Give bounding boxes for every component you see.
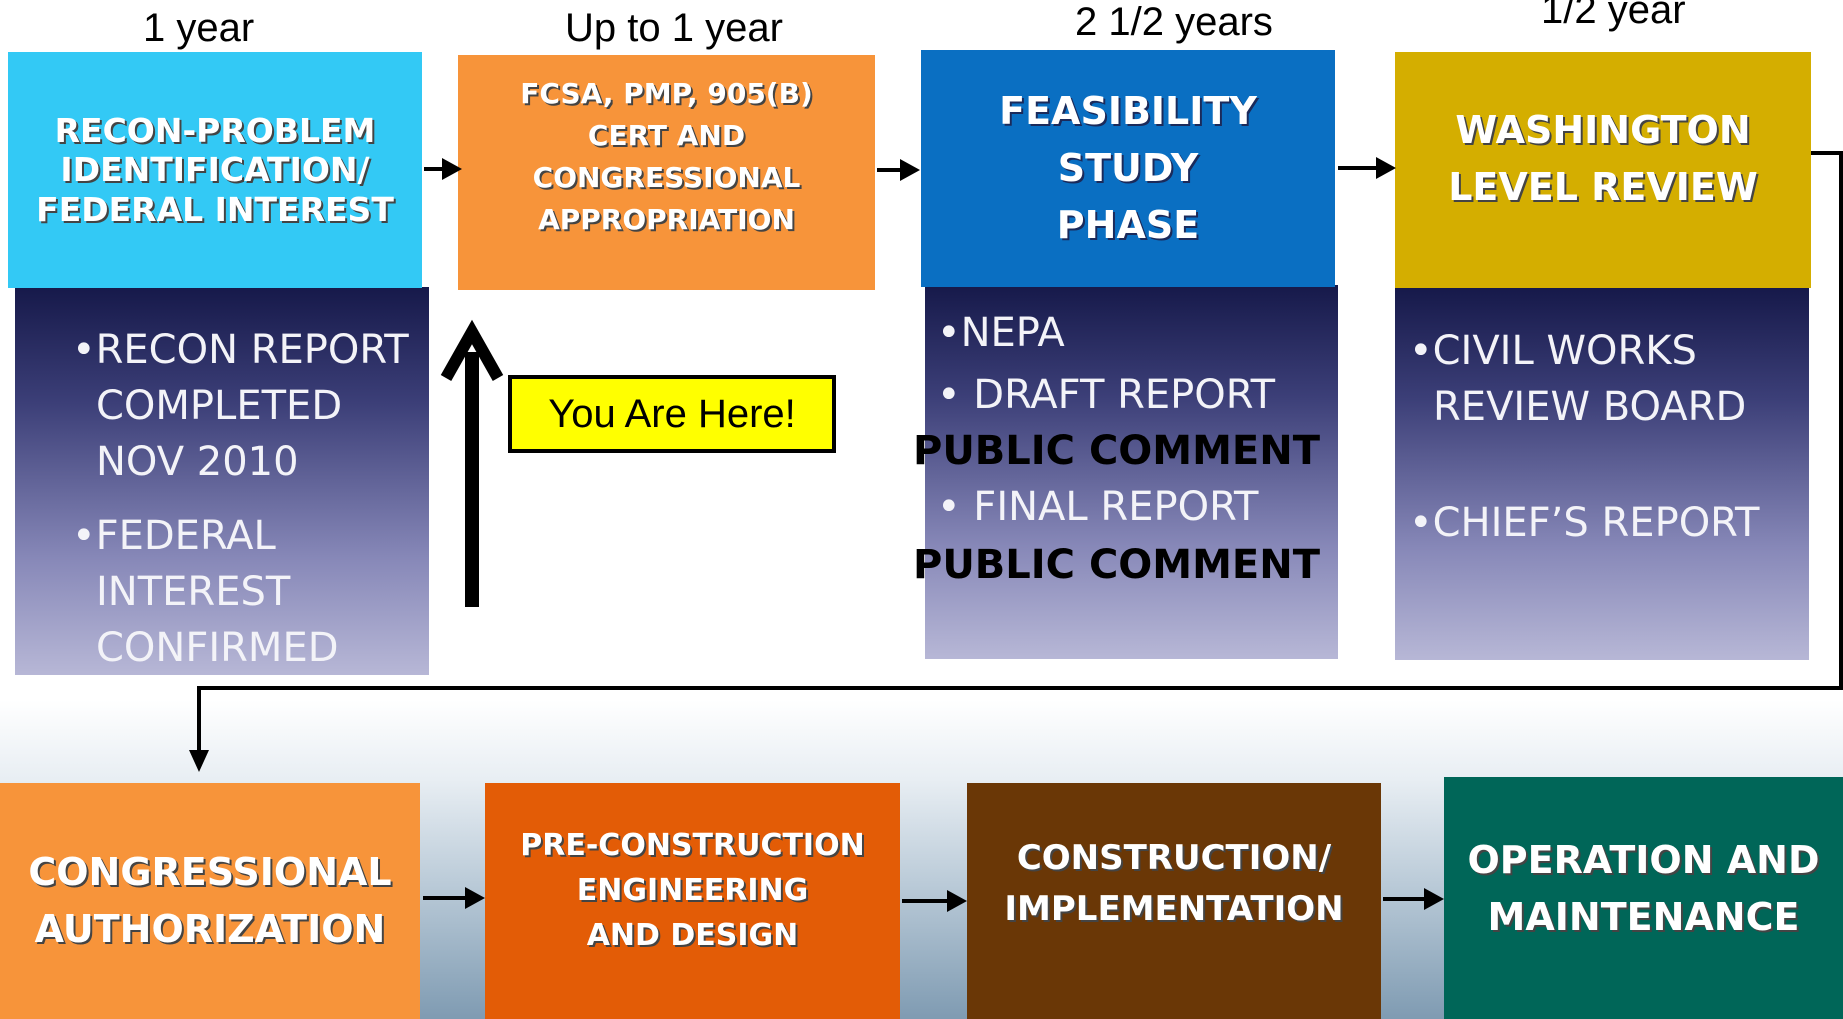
construction-box-line: CONSTRUCTION/ bbox=[1016, 838, 1332, 878]
pre-construction-box-line: PRE-CONSTRUCTION bbox=[520, 828, 865, 863]
recon-box-line: IDENTIFICATION/ bbox=[60, 150, 370, 190]
washington-item: REVIEW BOARD bbox=[1433, 384, 1747, 430]
duration-recon: 1 year bbox=[143, 6, 255, 50]
feasibility-box-line: PHASE bbox=[1056, 203, 1200, 247]
you-are-here-callout: You Are Here! bbox=[508, 375, 836, 453]
feasibility-box-line: FEASIBILITY bbox=[999, 89, 1257, 133]
feasibility-item: • DRAFT REPORT bbox=[937, 372, 1276, 418]
arrow-you-are-here-head bbox=[440, 319, 504, 381]
washington-details-panel: •CIVIL WORKS REVIEW BOARD •CHIEF’S REPOR… bbox=[1395, 288, 1809, 660]
duration-feasibility: 2 1/2 years bbox=[1075, 0, 1273, 44]
recon-item: •RECON REPORT bbox=[72, 327, 409, 373]
pre-construction-box-line: ENGINEERING bbox=[576, 873, 809, 908]
construction-box-line: IMPLEMENTATION bbox=[1004, 889, 1344, 929]
operation-box-line: MAINTENANCE bbox=[1487, 895, 1800, 939]
fcsa-box-line: FCSA, PMP, 905(B) bbox=[520, 77, 813, 110]
operation-box-line: OPERATION AND bbox=[1467, 838, 1820, 882]
pre-construction-box: PRE-CONSTRUCTION ENGINEERING AND DESIGN bbox=[485, 783, 900, 1019]
congressional-authorization-box: CONGRESSIONAL AUTHORIZATION bbox=[0, 783, 420, 1019]
washington-item: •CIVIL WORKS bbox=[1409, 328, 1697, 374]
feasibility-item: •NEPA bbox=[937, 310, 1065, 356]
feasibility-box: FEASIBILITY STUDY PHASE bbox=[921, 50, 1335, 287]
recon-details-panel: •RECON REPORT COMPLETED NOV 2010 •FEDERA… bbox=[15, 287, 429, 675]
arrow-feasibility-to-washington-head bbox=[1376, 157, 1396, 179]
feasibility-box-line: STUDY bbox=[1057, 146, 1199, 190]
feasibility-item: • FINAL REPORT bbox=[937, 484, 1259, 530]
washington-box: WASHINGTON LEVEL REVIEW bbox=[1395, 52, 1811, 288]
feasibility-public-comment: PUBLIC COMMENT bbox=[913, 542, 1320, 588]
arrow-fcsa-to-feasibility-head bbox=[900, 159, 920, 181]
congressional-box-line: AUTHORIZATION bbox=[34, 907, 386, 951]
recon-box-line: RECON-PROBLEM bbox=[54, 110, 376, 150]
duration-fcsa: Up to 1 year bbox=[565, 6, 783, 50]
washington-item: •CHIEF’S REPORT bbox=[1409, 500, 1760, 546]
fcsa-box-line: CERT AND bbox=[587, 119, 746, 152]
fcsa-box: FCSA, PMP, 905(B) CERT AND CONGRESSIONAL… bbox=[458, 55, 875, 290]
recon-box: RECON-PROBLEM IDENTIFICATION/ FEDERAL IN… bbox=[8, 52, 422, 288]
recon-item: COMPLETED bbox=[96, 383, 343, 429]
construction-box: CONSTRUCTION/ IMPLEMENTATION bbox=[967, 783, 1381, 1019]
recon-box-line: FEDERAL INTEREST bbox=[36, 189, 394, 229]
pre-construction-box-line: AND DESIGN bbox=[586, 918, 799, 953]
recon-item: CONFIRMED bbox=[96, 625, 339, 671]
recon-item: INTEREST bbox=[96, 569, 291, 615]
duration-washington: 1/2 year bbox=[1541, 0, 1686, 32]
congressional-box-line: CONGRESSIONAL bbox=[28, 850, 392, 894]
recon-item: NOV 2010 bbox=[96, 439, 299, 485]
fcsa-box-line: APPROPRIATION bbox=[538, 203, 795, 236]
washington-box-line: LEVEL REVIEW bbox=[1448, 165, 1758, 209]
fcsa-box-line: CONGRESSIONAL bbox=[532, 161, 801, 194]
feasibility-details-panel: •NEPA • DRAFT REPORT PUBLIC COMMENT • FI… bbox=[913, 285, 1338, 659]
washington-box-line: WASHINGTON bbox=[1455, 108, 1751, 152]
recon-item: •FEDERAL bbox=[72, 513, 276, 559]
operation-maintenance-box: OPERATION AND MAINTENANCE bbox=[1444, 777, 1843, 1019]
feasibility-public-comment: PUBLIC COMMENT bbox=[913, 428, 1320, 474]
